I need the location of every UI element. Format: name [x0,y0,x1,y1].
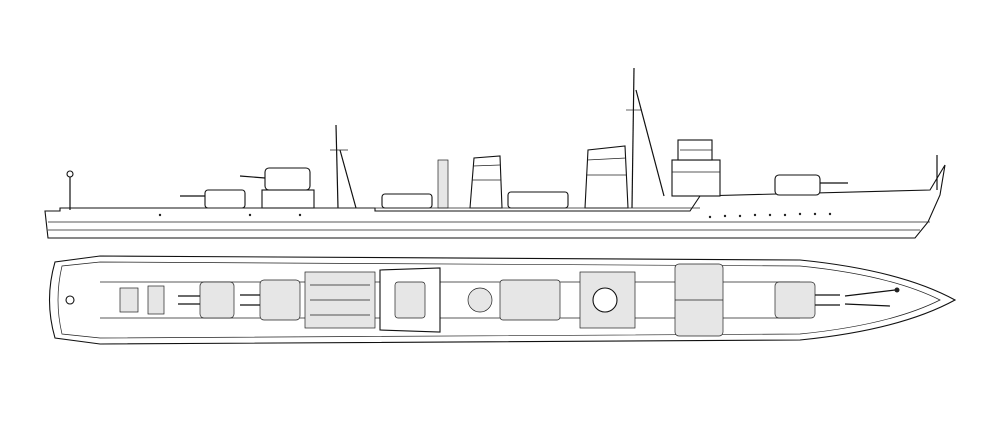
torpedo-mount-aft [381,193,433,209]
plan-anchor-chains [844,287,900,307]
fore-funnel [584,145,629,209]
plan-view [49,255,957,345]
aft-turret-3 [180,189,246,209]
plan-midships-mount [467,279,561,321]
foremast [626,67,665,209]
plan-turret-3 [178,281,235,319]
aft-funnel [437,155,503,209]
plan-turret-1 [774,281,840,319]
plan-fore-funnel [579,271,636,329]
aft-mast [330,124,357,209]
plan-aft-funnel-area [379,267,441,333]
plan-torpedo-racks-aft [304,271,376,329]
plan-stern-fittings [65,285,165,315]
portholes [158,212,832,219]
side-profile [44,67,946,239]
torpedo-mount-mid [507,191,569,209]
plan-turret-2 [240,279,301,321]
aft-turret-2 [239,167,315,209]
forward-turret-1 [774,174,848,196]
plan-bridge [674,263,724,337]
bridge [671,139,721,197]
